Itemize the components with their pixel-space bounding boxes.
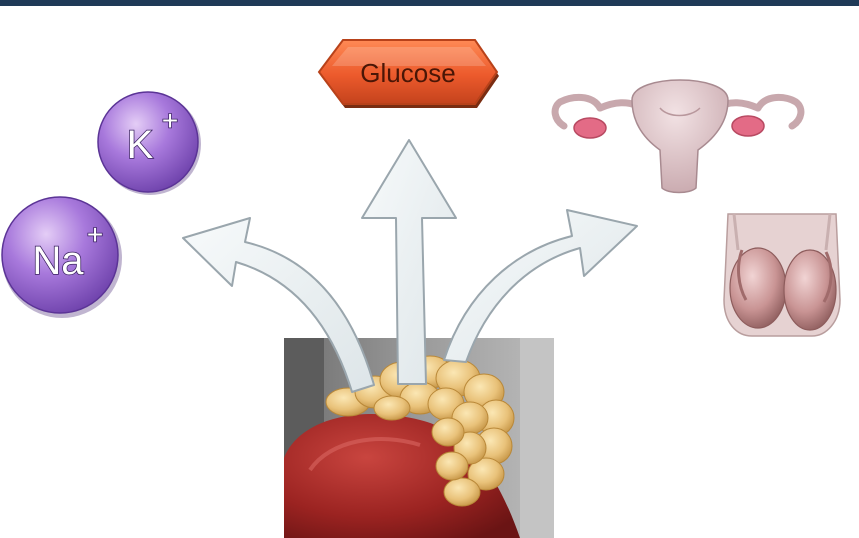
uterus-ovaries-icon [555, 80, 801, 193]
sodium-charge: + [87, 219, 103, 250]
potassium-charge: + [162, 105, 178, 136]
glucose-label: Glucose [360, 58, 455, 88]
testes-icon [724, 214, 840, 336]
potassium-label: K [127, 123, 154, 167]
glucose-badge: Glucose [319, 40, 499, 108]
arrow-to-ions [183, 218, 374, 392]
sodium-label: Na [32, 239, 84, 283]
potassium-ion: K + [98, 92, 201, 195]
sodium-ion: Na + [2, 197, 122, 318]
